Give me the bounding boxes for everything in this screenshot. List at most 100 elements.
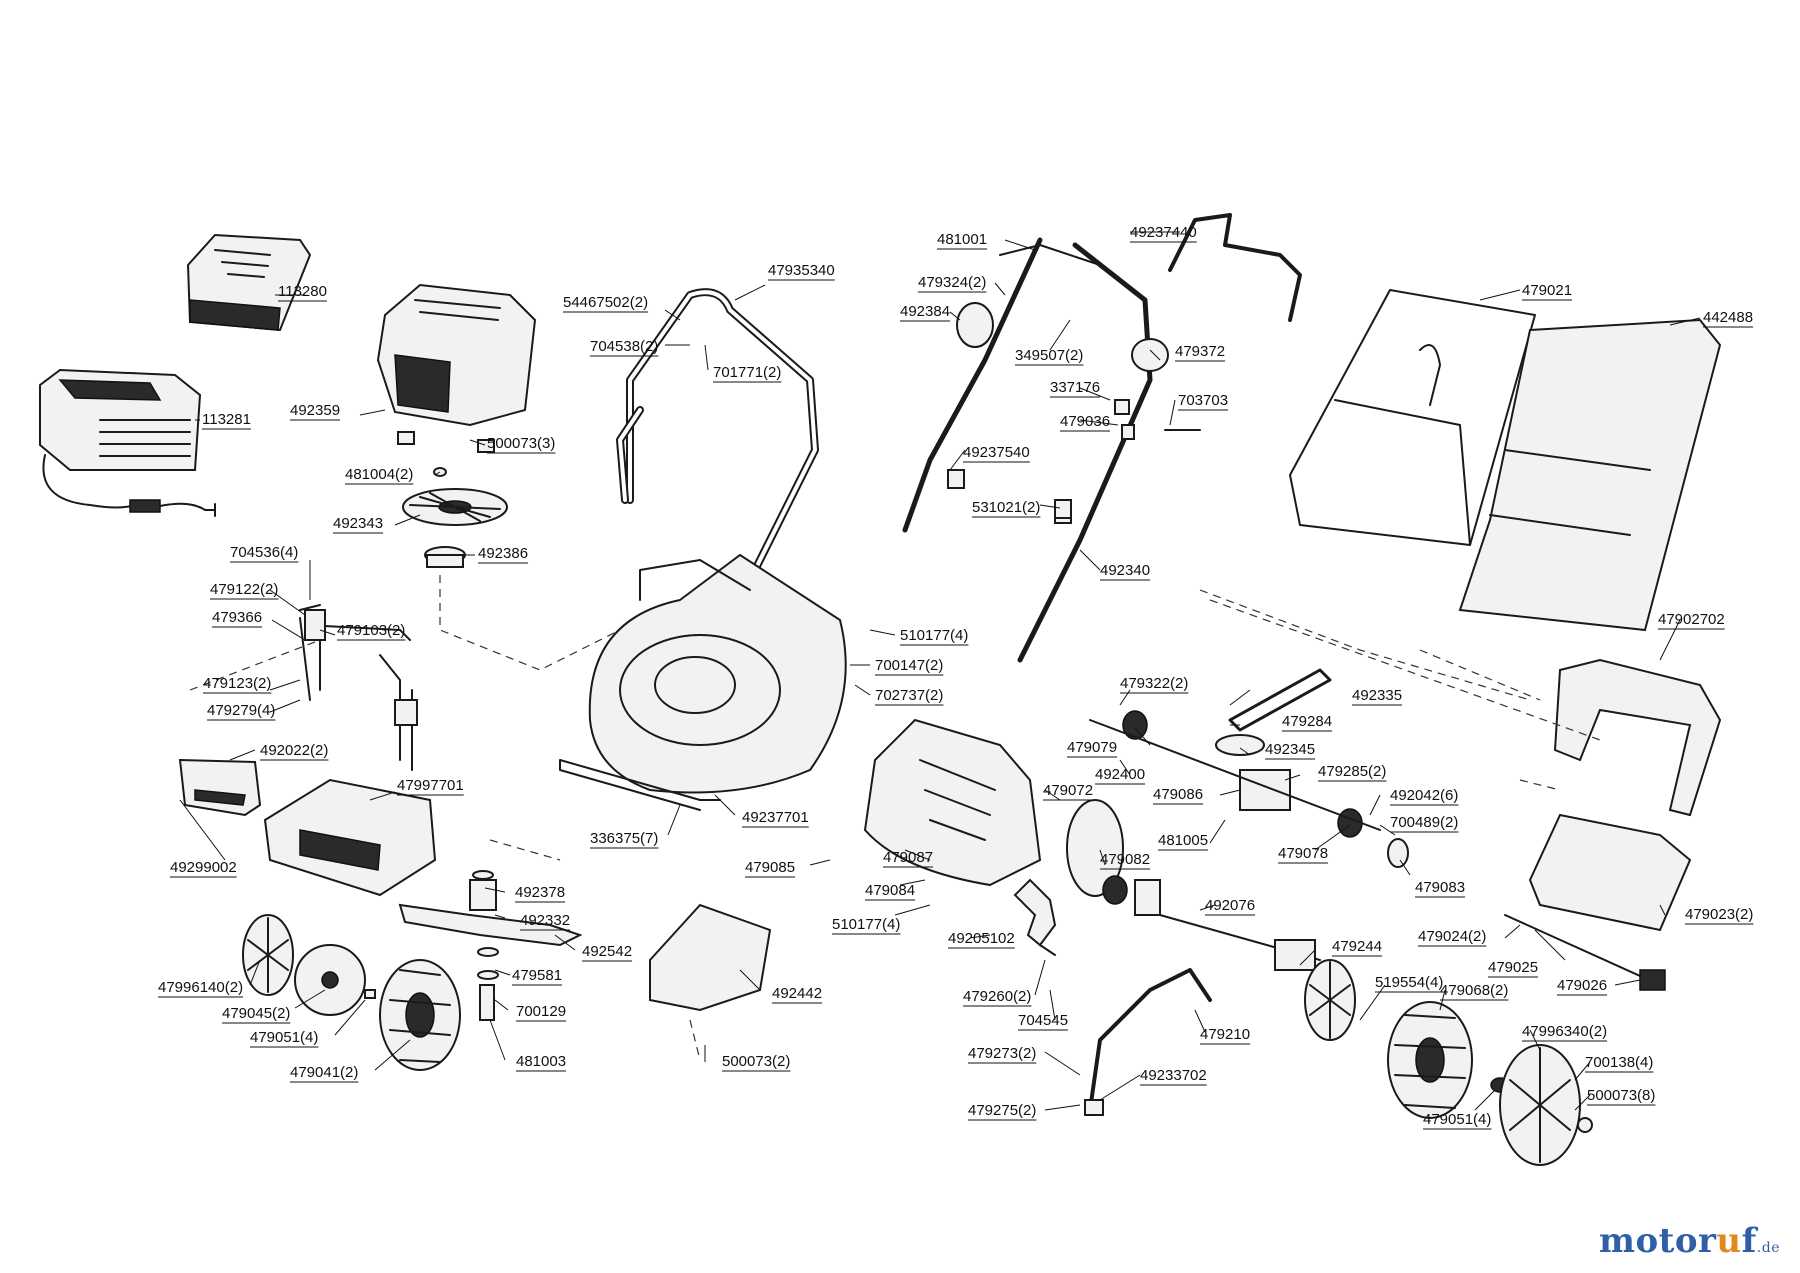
mulch-insert <box>178 758 262 817</box>
part-label: 479210 <box>1200 1026 1250 1043</box>
part-label: 479123(2) <box>203 675 271 692</box>
part-label: 481005 <box>1158 832 1208 849</box>
battery-pack <box>186 233 312 332</box>
part-label: 479036 <box>1060 413 1110 430</box>
part-label: 481004(2) <box>345 466 413 483</box>
part-label: 479024(2) <box>1418 928 1486 945</box>
coupling <box>424 546 466 568</box>
part-labels: 113280 113281 492359 500073(3) 481004(2)… <box>158 224 1753 1128</box>
part-label: 479322(2) <box>1120 675 1188 692</box>
part-label: 479244 <box>1332 938 1382 955</box>
part-label: 54467502(2) <box>563 294 648 311</box>
part-label: 479082 <box>1100 851 1150 868</box>
part-label: 481001 <box>937 231 987 248</box>
part-label: 442488 <box>1703 309 1753 326</box>
part-label: 492386 <box>478 545 528 562</box>
part-label: 479083 <box>1415 879 1465 896</box>
part-label: 492332 <box>520 912 570 929</box>
grass-bag <box>1458 318 1722 632</box>
motor-unit <box>376 283 537 453</box>
part-label: 479045(2) <box>222 1005 290 1022</box>
components <box>39 213 1722 1166</box>
part-label: 531021(2) <box>972 499 1040 516</box>
part-label: 479025 <box>1488 959 1538 976</box>
part-label: 479051(4) <box>250 1029 318 1046</box>
drive-belt <box>1228 668 1332 732</box>
part-label: 479051(4) <box>1423 1111 1491 1128</box>
part-label: 113281 <box>202 411 251 428</box>
watermark-main: motor <box>1598 1221 1717 1261</box>
part-label: 479085 <box>745 859 795 876</box>
part-label: 500073(2) <box>722 1053 790 1070</box>
part-label: 700489(2) <box>1390 814 1458 831</box>
part-label: 47935340 <box>768 262 835 279</box>
part-label: 479078 <box>1278 845 1328 862</box>
part-label: 479103(2) <box>337 622 405 639</box>
part-label: 49237440 <box>1130 224 1197 241</box>
watermark-main-2: f <box>1741 1221 1757 1261</box>
part-label: 492400 <box>1095 766 1145 783</box>
height-adjust-lever-front <box>299 604 418 771</box>
part-label: 47902702 <box>1658 611 1725 628</box>
part-label: 702737(2) <box>875 687 943 704</box>
switch-bar <box>999 213 1302 322</box>
part-label: 479041(2) <box>290 1064 358 1081</box>
rear-wheel-hubcap-right <box>1304 959 1356 1041</box>
part-label: 519554(4) <box>1375 974 1443 991</box>
part-label: 47996340(2) <box>1522 1023 1607 1040</box>
part-label: 479026 <box>1557 977 1607 994</box>
charger <box>39 368 216 517</box>
drive-disc <box>1066 799 1161 916</box>
part-label: 479023(2) <box>1685 906 1753 923</box>
part-label: 492442 <box>772 985 822 1002</box>
part-label: 479087 <box>883 849 933 866</box>
part-label: 49233702 <box>1140 1067 1207 1084</box>
rear-housing <box>863 718 1042 887</box>
part-label: 492345 <box>1265 741 1315 758</box>
part-label: 492042(6) <box>1390 787 1458 804</box>
part-label: 700138(4) <box>1585 1054 1653 1071</box>
part-label: 479372 <box>1175 343 1225 360</box>
part-label: 479084 <box>865 882 915 899</box>
part-label: 479279(4) <box>207 702 275 719</box>
part-label: 479324(2) <box>918 274 986 291</box>
part-label: 479284 <box>1282 713 1332 730</box>
height-lever-rear <box>1084 968 1212 1116</box>
part-label: 336375(7) <box>590 830 658 847</box>
part-label: 479285(2) <box>1318 763 1386 780</box>
grass-bag-frame <box>1289 289 1536 546</box>
gearbox <box>1089 710 1409 868</box>
rear-axle <box>1159 914 1321 971</box>
part-label: 49299002 <box>170 859 237 876</box>
part-label: 479581 <box>512 967 562 984</box>
part-label: 479086 <box>1153 786 1203 803</box>
part-label: 500073(3) <box>487 435 555 452</box>
part-label: 113280 <box>278 283 327 300</box>
part-label: 492384 <box>900 303 950 320</box>
part-label: 47997701 <box>397 777 464 794</box>
part-label: 510177(4) <box>900 627 968 644</box>
part-label: 492076 <box>1205 897 1255 914</box>
part-label: 49237701 <box>742 809 809 826</box>
upper-handle <box>616 288 819 604</box>
part-label: 492340 <box>1100 562 1150 579</box>
part-label: 479072 <box>1043 782 1093 799</box>
handle-hardware <box>956 302 1201 519</box>
front-wheel-left <box>242 914 461 1071</box>
part-label: 703703 <box>1178 392 1228 409</box>
part-label: 492378 <box>515 884 565 901</box>
part-label: 704538(2) <box>590 338 658 355</box>
rear-wheel-right <box>1387 1001 1593 1166</box>
watermark-tld: .de <box>1756 1240 1780 1256</box>
rear-flap <box>1528 813 1692 932</box>
part-label: 700147(2) <box>875 657 943 674</box>
part-label: 500073(8) <box>1587 1087 1655 1104</box>
mower-deck <box>559 553 847 811</box>
part-label: 701771(2) <box>713 364 781 381</box>
part-label: 492022(2) <box>260 742 328 759</box>
fan-disc <box>402 488 508 526</box>
part-label: 47996140(2) <box>158 979 243 996</box>
part-label: 510177(4) <box>832 916 900 933</box>
